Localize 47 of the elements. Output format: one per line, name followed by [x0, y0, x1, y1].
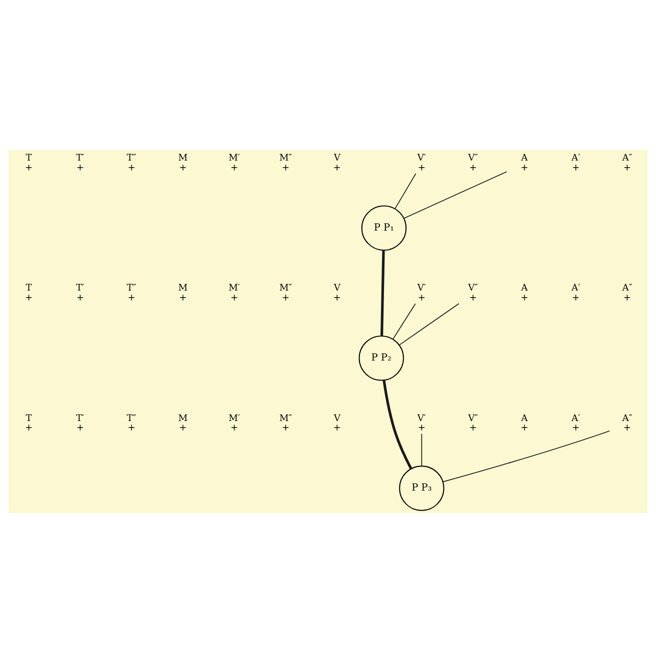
connector: [442, 430, 610, 482]
node-text: M′ +: [228, 284, 240, 304]
node-text: M″ +: [279, 284, 292, 304]
node-text: T″ +: [126, 414, 136, 434]
node-text: M +: [178, 284, 188, 304]
connector: [380, 250, 385, 336]
connector: [382, 380, 412, 470]
node-text: M +: [178, 414, 188, 434]
node-text: T′ +: [76, 154, 84, 174]
node-text: A′ +: [572, 154, 580, 174]
node-text: V +: [333, 414, 341, 434]
node-text: A′ +: [572, 284, 580, 304]
node-text: M″ +: [279, 414, 292, 434]
connector: [392, 303, 416, 340]
node-text: V′ +: [417, 414, 426, 434]
node-text: M +: [178, 154, 188, 174]
node-text: T +: [24, 414, 33, 434]
node-text: A +: [520, 414, 528, 434]
node-text: M″ +: [279, 154, 292, 174]
node-text: A +: [520, 154, 528, 174]
node-text: T′ +: [76, 414, 84, 434]
node-text: V″ +: [468, 414, 478, 434]
node-text: M′ +: [228, 414, 240, 434]
node-text: A″ +: [622, 284, 632, 304]
node-text: V +: [333, 284, 341, 304]
connector: [421, 433, 422, 467]
node-text: A′ +: [572, 414, 580, 434]
node-circle: P P₃: [399, 466, 444, 511]
node-circle: P P₂: [358, 336, 404, 381]
node-text: V′ +: [417, 154, 426, 174]
node-text: V′ +: [417, 284, 426, 304]
node-text: V″ +: [468, 154, 478, 174]
node-text: T″ +: [126, 154, 136, 174]
node-text: T +: [24, 154, 33, 174]
node-text: V″ +: [468, 284, 478, 304]
connector: [394, 173, 416, 210]
node-text: M′ +: [228, 154, 240, 174]
node-text: A +: [520, 284, 528, 304]
node-text: T +: [24, 284, 33, 304]
node-text: A″ +: [622, 154, 632, 174]
node-text: V +: [333, 154, 341, 174]
node-text: A″ +: [622, 414, 632, 434]
node-text: T′ +: [76, 284, 84, 304]
node-text: T″ +: [126, 284, 136, 304]
connector: [398, 303, 460, 346]
node-circle: P P₁: [361, 205, 407, 251]
connector: [403, 171, 508, 219]
